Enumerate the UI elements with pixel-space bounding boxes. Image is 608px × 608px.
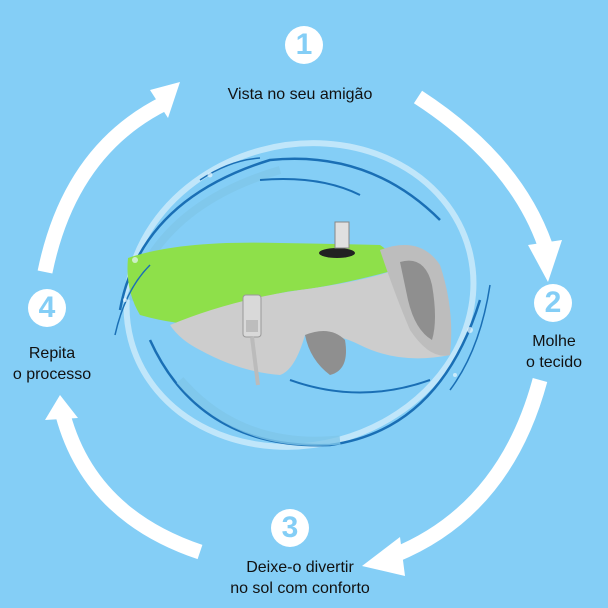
step-1-label: Vista no seu amigão — [227, 86, 373, 103]
step-1-badge: 1 — [285, 26, 323, 64]
arrow-step4-to-1-icon — [37, 96, 169, 274]
step-4-badge: 4 — [28, 289, 66, 327]
step-3-label: Deixe-o divertir no sol com conforto — [230, 559, 370, 597]
step-3-badge: 3 — [271, 509, 309, 547]
step-4-label: Repita o processo — [12, 345, 92, 383]
step-2-badge: 2 — [534, 284, 572, 322]
arrow-step1-to-2-icon — [413, 90, 553, 248]
step-2-label: Molhe o tecido — [525, 333, 583, 371]
arrow-step2-to-3-icon — [392, 378, 548, 562]
arrow-step3-to-4-icon — [55, 413, 203, 560]
